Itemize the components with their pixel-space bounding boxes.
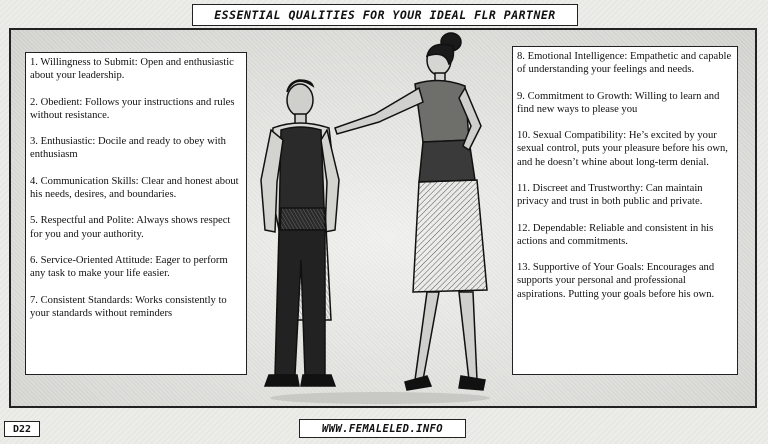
list-item: 1. Willingness to Submit: Open and enthu… <box>30 57 234 82</box>
list-item: 7. Consistent Standards: Works consisten… <box>30 294 227 319</box>
man-figure <box>260 79 340 387</box>
list-item: 4. Communication Skills: Clear and hones… <box>30 175 239 200</box>
woman-figure <box>334 32 488 391</box>
qualities-list-right: 8. Emotional Intelligence: Empathetic an… <box>512 46 738 375</box>
page-code-label: D22 <box>4 421 40 437</box>
site-url-link[interactable]: WWW.FEMALELED.INFO <box>299 419 466 438</box>
list-item: 5. Respectful and Polite: Always shows r… <box>30 215 231 240</box>
list-item: 13. Supportive of Your Goals: Encourages… <box>517 262 715 300</box>
list-item: 3. Enthusiastic: Docile and ready to obe… <box>30 136 226 161</box>
list-item: 11. Discreet and Trustworthy: Can mainta… <box>517 182 703 208</box>
list-item: 8. Emotional Intelligence: Empathetic an… <box>517 51 732 76</box>
list-item: 2. Obedient: Follows your instructions a… <box>30 96 235 121</box>
page-title: ESSENTIAL QUALITIES FOR YOUR IDEAL FLR P… <box>192 4 578 26</box>
couple-illustration-icon <box>260 32 490 404</box>
qualities-list-left: 1. Willingness to Submit: Open and enthu… <box>25 52 247 375</box>
list-item: 6. Service-Oriented Attitude: Eager to p… <box>30 254 228 280</box>
list-item: 9. Commitment to Growth: Willing to lear… <box>517 90 720 115</box>
list-item: 10. Sexual Compatibility: He’s excited b… <box>517 130 728 168</box>
list-item: 12. Dependable: Reliable and consistent … <box>517 222 714 247</box>
